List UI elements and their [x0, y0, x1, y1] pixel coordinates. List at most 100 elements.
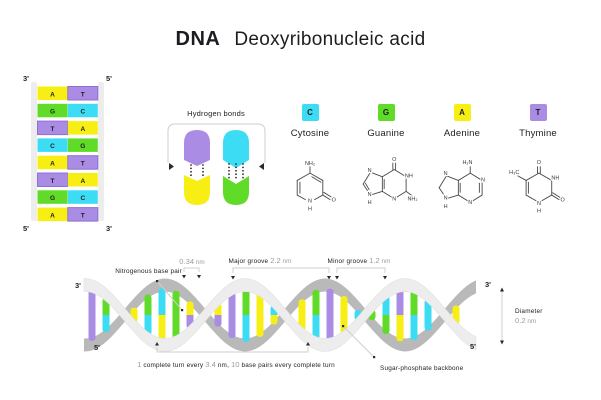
bond — [364, 182, 370, 191]
leader-dot — [181, 309, 184, 312]
hydrogen-bonds-label: Hydrogen bonds — [187, 109, 245, 118]
bond — [552, 192, 561, 198]
helix-rung — [144, 294, 152, 336]
bond — [362, 171, 371, 185]
guanine-pill — [223, 176, 249, 205]
base-cell — [37, 155, 68, 170]
base-cell — [37, 138, 68, 152]
atom-label: H₂N — [462, 160, 472, 166]
arrow-down-icon — [500, 340, 504, 345]
diameter-value: 0.2 nm — [515, 316, 536, 325]
helix-rung — [410, 289, 418, 341]
rung-bottom-base — [242, 315, 250, 342]
base-cell-letter: T — [51, 178, 55, 185]
minor-groove-bracket — [336, 267, 386, 273]
rung-top-base — [312, 289, 320, 315]
rung-bottom-base — [396, 315, 404, 342]
thymine-name: Thymine — [519, 128, 557, 139]
bond — [517, 175, 527, 181]
rung-top-base — [242, 288, 250, 315]
helix-rung — [396, 288, 404, 342]
rise-bracket — [183, 267, 200, 272]
bond — [538, 172, 553, 181]
atom-label: O — [561, 197, 565, 203]
backbone-leader-line — [342, 325, 375, 358]
backbone-callout-label: Sugar-phosphate backbone — [380, 365, 464, 372]
rung-bottom-base — [424, 315, 432, 331]
helix-label-left-bottom: 5' — [94, 343, 100, 352]
arrow-down-icon — [182, 275, 186, 279]
atom-label: O — [392, 157, 396, 163]
rung-bottom-base — [368, 315, 376, 321]
ladder-rail-right — [98, 82, 104, 221]
base-cell-letter: T — [81, 212, 85, 219]
base-cell — [37, 103, 68, 118]
rung-bottom-base — [214, 315, 222, 327]
atom-label: NH — [405, 174, 413, 180]
helix-label-left-top: 3' — [75, 281, 81, 290]
rise-measurement: 0.34 nm — [179, 257, 204, 266]
rung-bottom-base — [172, 315, 180, 340]
bond — [322, 194, 331, 201]
bond — [551, 194, 560, 201]
base-cell-letter: C — [50, 143, 55, 150]
atom-label: NH₂ — [407, 197, 417, 203]
ladder-label-bottom-left: 5' — [23, 224, 29, 233]
arrow-down-icon — [327, 276, 331, 280]
rung-bottom-base — [228, 315, 236, 339]
backbone-ribbon-front — [83, 278, 477, 352]
bond — [469, 172, 483, 181]
base-cell-letter: A — [50, 212, 55, 219]
bond — [525, 194, 540, 203]
atom-label: H₃C — [509, 170, 519, 176]
bond — [314, 194, 324, 201]
bond — [296, 194, 306, 201]
rung-top-base — [396, 288, 404, 315]
rung-bottom-base — [326, 315, 334, 342]
bond — [469, 194, 483, 203]
adenine-pill — [184, 175, 210, 205]
arrow-up-icon — [306, 342, 310, 346]
base-cell-letter: T — [81, 91, 85, 98]
rung-top-base — [340, 295, 348, 315]
bond — [405, 190, 413, 197]
arrow-right-icon — [169, 163, 174, 170]
thymine-pill — [184, 130, 210, 166]
atom-label: N — [537, 201, 541, 207]
base-cell — [67, 207, 99, 222]
base-cell — [67, 155, 99, 170]
rung-top-base — [88, 289, 96, 315]
base-pair-callout-label: Nitrogenous base pair — [115, 268, 182, 275]
bond — [438, 175, 447, 189]
base-cell — [37, 120, 68, 136]
base-cell-letter: A — [50, 161, 55, 168]
rung-top-base — [326, 288, 334, 315]
cytosine-swatch: C — [301, 104, 319, 121]
turn-bracket — [156, 347, 309, 353]
rung-top-base — [298, 299, 306, 315]
major-groove-measurement: Major groove 2.2 nm — [229, 256, 292, 265]
rung-top-base — [228, 291, 236, 315]
title-full-name: Deoxyribonucleic acid — [234, 29, 426, 50]
thymine-letter: T — [535, 108, 541, 117]
helix-rung — [158, 288, 166, 342]
rung-top-base — [144, 294, 152, 315]
adenine-name: Adenine — [443, 128, 481, 139]
atom-label: N — [481, 177, 485, 183]
base-cell-letter: T — [81, 161, 85, 168]
helix-rung — [326, 288, 334, 342]
turn-measurement: 1 complete turn every 3.4 nm, 10 base pa… — [137, 360, 335, 369]
leader-dot — [373, 356, 376, 359]
atom-label: N — [444, 171, 448, 177]
base-cell-letter: T — [51, 126, 55, 133]
